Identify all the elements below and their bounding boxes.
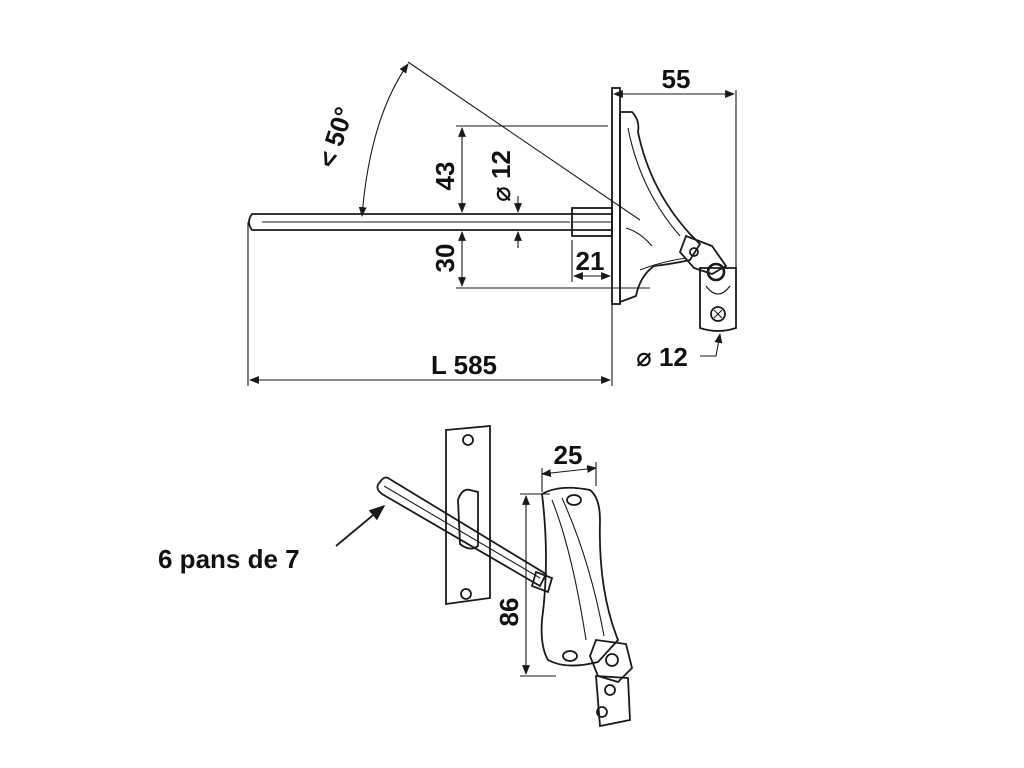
dim-585: L 585 (249, 350, 611, 384)
iso-dim-25-label: 25 (554, 440, 583, 470)
dim-55: 55 (613, 64, 735, 98)
dim-30-label: 30 (430, 244, 460, 273)
iso-bracket-body (540, 486, 620, 667)
dim-dia-12-bottom-label: ⌀ 12 (636, 342, 688, 372)
dim-585-label: L 585 (431, 350, 497, 380)
universal-joint (678, 234, 737, 332)
hex-note-label: 6 pans de 7 (158, 544, 300, 574)
dim-30: 30 (430, 231, 466, 287)
dim-dia-12-bottom: ⌀ 12 (636, 333, 723, 372)
angle-label: < 50° (312, 103, 360, 171)
wall-plate (611, 87, 621, 305)
dim-43-label: 43 (430, 162, 460, 191)
iso-rod (376, 476, 554, 594)
dim-43: 43 (430, 127, 466, 213)
dim-21-label: 21 (576, 246, 605, 276)
dim-dia-12-top: ⌀ 12 (486, 150, 522, 248)
shaft (248, 207, 613, 237)
dim-21: 21 (573, 246, 611, 280)
iso-universal-joint (589, 639, 633, 728)
iso-dim-86: 86 (494, 493, 556, 677)
bracket-body (619, 111, 702, 304)
dim-dia-12-top-label: ⌀ 12 (486, 150, 516, 202)
iso-view: 25 86 6 pans de 7 (158, 425, 633, 728)
iso-dim-86-label: 86 (494, 598, 524, 627)
iso-back-plate (445, 425, 491, 606)
extension-lines (247, 61, 737, 386)
top-view: < 50° 55 43 30 ⌀ 12 21 (247, 61, 737, 386)
angle-dimension: < 50° (312, 63, 409, 217)
hex-note: 6 pans de 7 (158, 504, 386, 574)
dim-55-label: 55 (662, 64, 691, 94)
iso-dim-25: 25 (541, 440, 597, 492)
